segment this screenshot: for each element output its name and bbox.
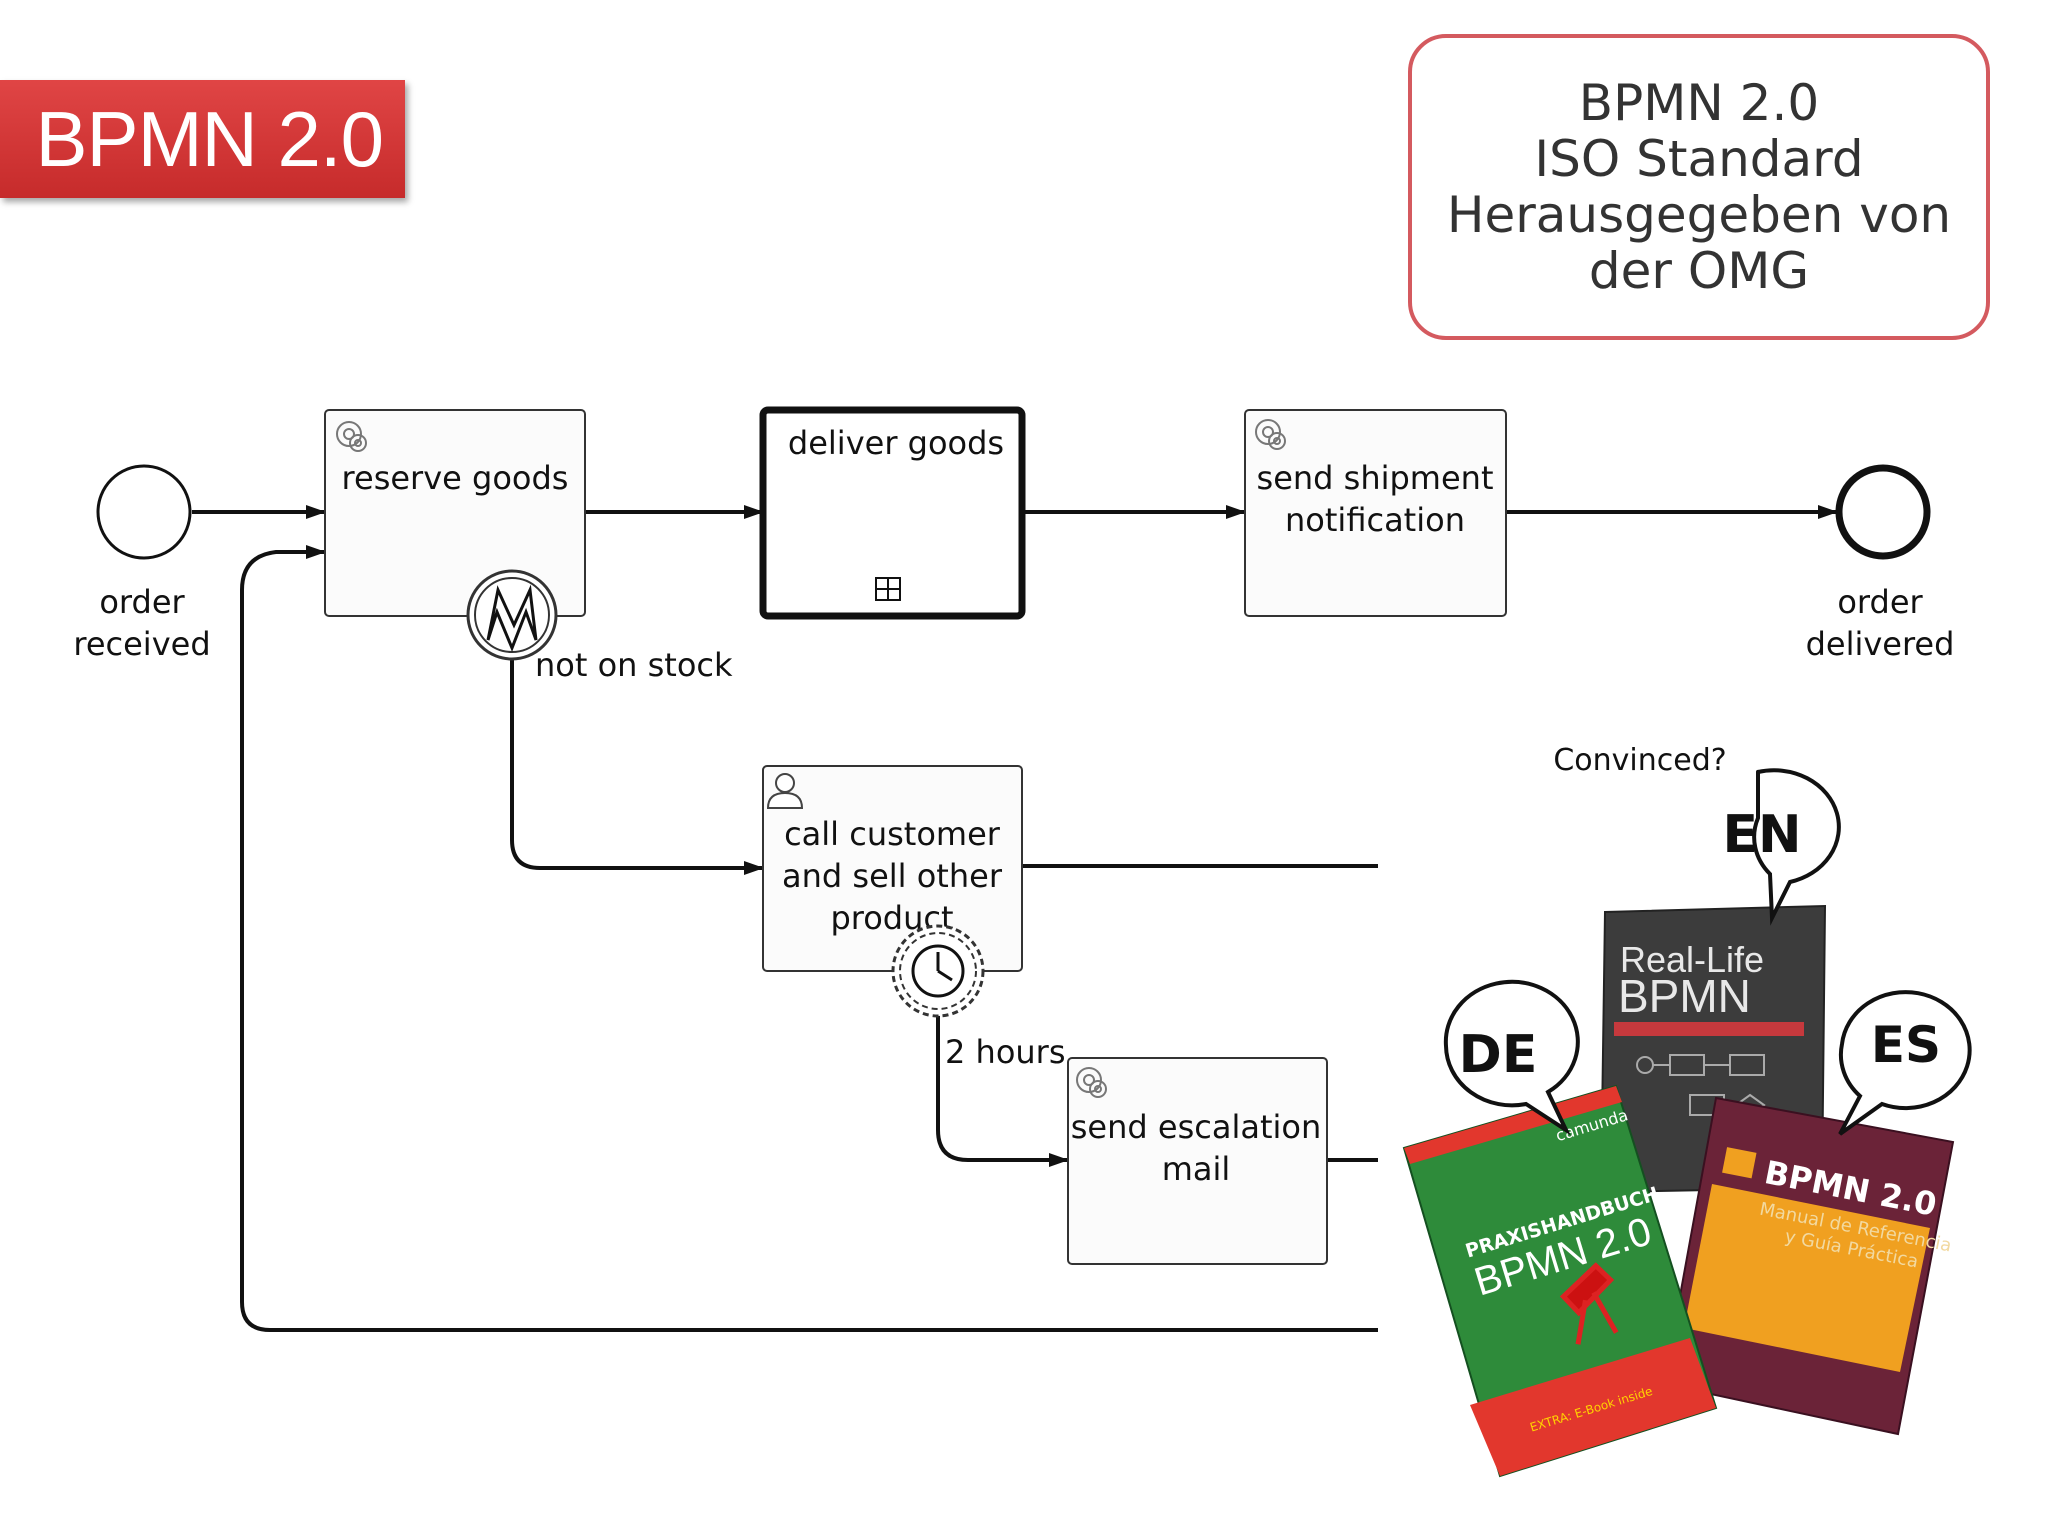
info-line-1: BPMN 2.0	[1578, 74, 1820, 132]
sequence-flows	[192, 505, 1838, 1332]
books-promo: Convinced? Real-Life BPMN BPMN 2	[1402, 743, 1972, 1478]
books-caption: Convinced?	[1553, 743, 1726, 778]
book-en-title-2: BPMN	[1618, 970, 1751, 1022]
error-label: not on stock	[535, 646, 733, 684]
task-call-customer: call customer and sell other product	[762, 765, 1023, 972]
start-event-label-1: order	[99, 583, 185, 621]
error-boundary-event	[466, 569, 558, 661]
book-es-orange-panel	[1684, 1184, 1930, 1372]
timer-label: 2 hours	[945, 1033, 1066, 1071]
info-line-4: der OMG	[1588, 242, 1810, 300]
slide-title-badge: BPMN 2.0	[0, 80, 405, 198]
book-es: BPMN 2.0 Manual de Referencia y Guía Prá…	[1662, 1096, 1955, 1436]
book-de-bottom-band	[1470, 1338, 1716, 1476]
bubble-de-text: DE	[1459, 1025, 1538, 1085]
task-notify-label-2: notification	[1285, 501, 1465, 539]
end-event-label-2: delivered	[1806, 625, 1955, 663]
knife-icon	[1559, 1262, 1619, 1345]
info-line-2: ISO Standard	[1534, 130, 1864, 188]
start-event	[96, 464, 192, 560]
book-en-title-1: Real-Life	[1620, 939, 1764, 980]
info-line-3: Herausgegeben von	[1446, 186, 1952, 244]
user-icon	[766, 773, 804, 809]
bubble-es-text: ES	[1871, 1016, 1941, 1074]
end-event-label-1: order	[1837, 583, 1923, 621]
slide-title: BPMN 2.0	[35, 94, 384, 183]
bubble-en: EN	[1722, 768, 1841, 926]
clock-icon	[911, 944, 965, 998]
task-escalate-label-1: send escalation	[1071, 1108, 1321, 1146]
task-call-label-1: call customer	[784, 815, 1001, 853]
task-reserve-goods: reserve goods	[324, 409, 586, 617]
expand-icon	[875, 577, 901, 601]
gear-icon	[336, 421, 367, 452]
bubble-en-text: EN	[1722, 805, 1801, 865]
book-de-top-band	[1404, 1086, 1622, 1164]
task-notify-label-1: send shipment	[1257, 459, 1494, 497]
book-de: camunda PRAXISHANDBUCH BPMN 2.0 EXTRA: E…	[1402, 1084, 1718, 1478]
flow-timer-to-escalate	[936, 1010, 1069, 1167]
end-event	[1835, 464, 1931, 560]
task-deliver-label: deliver goods	[788, 424, 1004, 462]
book-es-orange-tab	[1722, 1147, 1757, 1179]
subprocess-deliver-goods: deliver goods	[759, 406, 1026, 620]
info-box: BPMN 2.0 ISO Standard Herausgegeben von …	[1408, 34, 1990, 340]
task-reserve-label: reserve goods	[342, 459, 569, 497]
timer-boundary-event	[891, 924, 985, 1018]
bubble-de: DE	[1443, 979, 1580, 1136]
gear-icon	[1076, 1067, 1107, 1098]
task-send-shipment-notification: send shipment notification	[1244, 409, 1507, 617]
gear-icon	[1255, 419, 1286, 450]
bubble-es: ES	[1838, 990, 1972, 1136]
flow-error-to-call	[510, 660, 764, 875]
task-escalate-label-2: mail	[1162, 1150, 1231, 1188]
lightning-icon	[486, 584, 538, 653]
task-call-label-2: and sell other	[782, 857, 1003, 895]
start-event-label-2: received	[73, 625, 210, 663]
book-en-stripe	[1614, 1022, 1804, 1036]
flow-loop-back	[240, 545, 1378, 1332]
task-send-escalation-mail: send escalation mail	[1067, 1057, 1328, 1265]
